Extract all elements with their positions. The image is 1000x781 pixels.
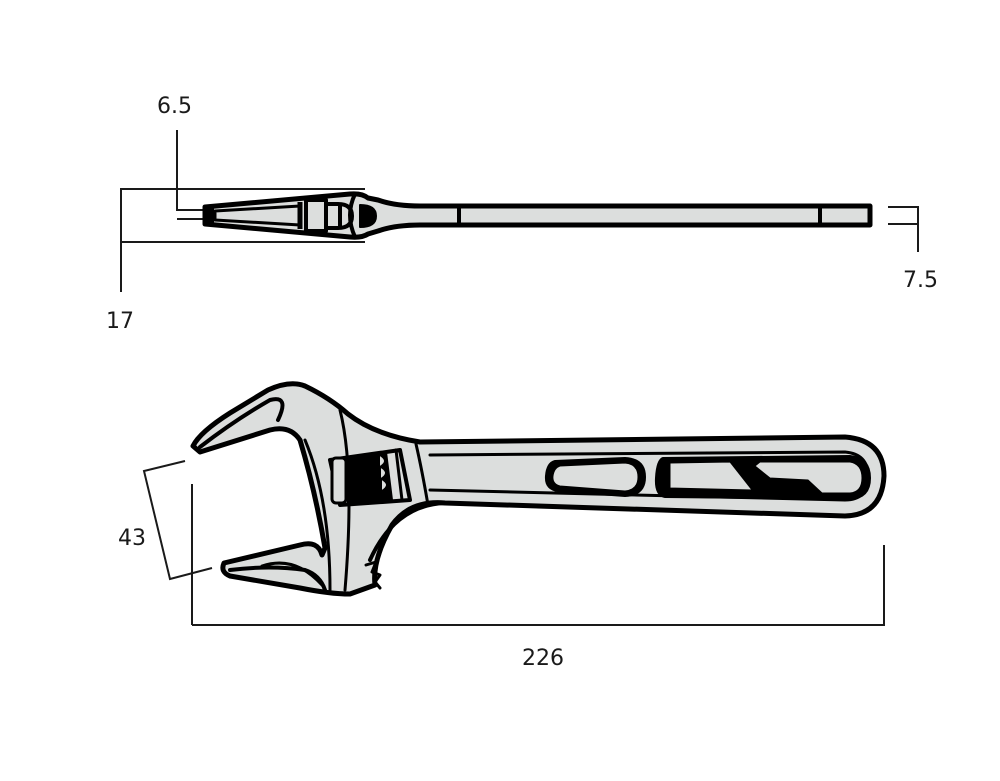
handle-thickness-dimension-lines bbox=[888, 206, 919, 252]
jaw-tip-thickness-label: 6.5 bbox=[157, 94, 192, 119]
overall-length-dimension-lines bbox=[192, 545, 885, 626]
side-view bbox=[120, 130, 919, 292]
head-thickness-label: 17 bbox=[106, 309, 134, 334]
handle-thickness-label: 7.5 bbox=[903, 268, 938, 293]
side-view-body bbox=[202, 191, 873, 240]
jaw-opening-label: 43 bbox=[118, 526, 146, 551]
front-view bbox=[142, 381, 887, 626]
head-thickness-dimension-lines bbox=[120, 188, 365, 292]
wrench-body bbox=[190, 381, 887, 597]
jaw-opening-dimension-lines bbox=[142, 460, 213, 625]
jaw-tip-dimension-lines bbox=[176, 130, 205, 220]
overall-length-label: 226 bbox=[522, 646, 564, 671]
